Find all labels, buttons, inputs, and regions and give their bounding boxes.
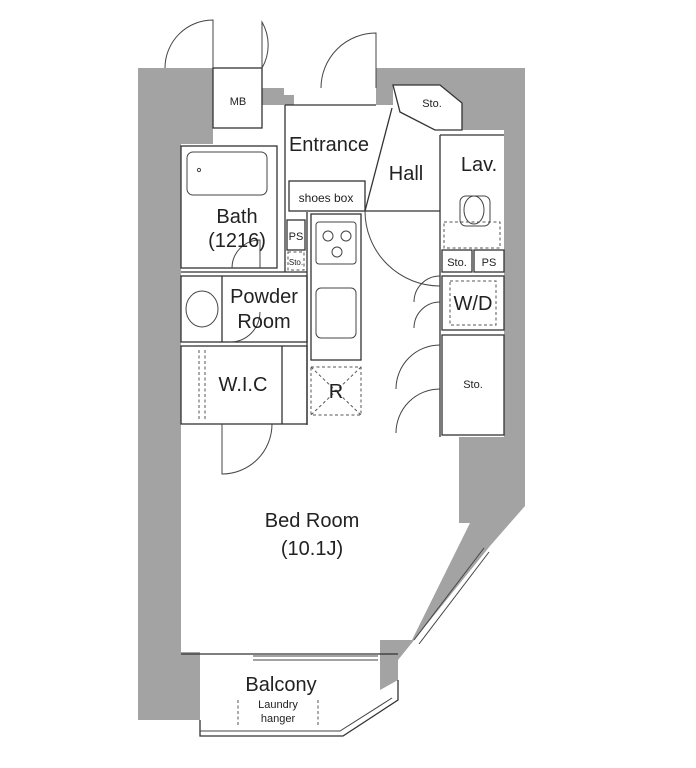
bath-size-label: (1216)	[208, 230, 266, 252]
lav-label: Lav.	[461, 154, 497, 176]
ps-left-label: PS	[289, 231, 304, 243]
hall-label: Hall	[389, 163, 423, 185]
doors	[164, 19, 441, 475]
shoes-box-label: shoes box	[299, 191, 354, 205]
laundry-label-2: hanger	[261, 713, 296, 725]
fridge-label: R	[329, 381, 343, 403]
sto-top-label: Sto.	[422, 98, 442, 110]
ps-lav-label: PS	[482, 257, 497, 269]
sto-small-left-label: Sto.	[289, 258, 303, 267]
sto-right-label: Sto.	[463, 379, 483, 391]
exterior-walls	[138, 68, 525, 720]
room-labels: MB Entrance Sto. Hall Lav. shoes box Bat…	[208, 96, 497, 725]
balcony-label: Balcony	[245, 674, 316, 696]
entrance-label: Entrance	[289, 134, 369, 156]
interior-walls	[180, 67, 505, 737]
mb-label: MB	[230, 96, 247, 108]
sto-lav-label: Sto.	[447, 257, 467, 269]
wic-label: W.I.C	[219, 374, 268, 396]
powder-room-label-2: Room	[237, 311, 290, 333]
bath-label: Bath	[216, 206, 257, 228]
bedroom-label: Bed Room	[265, 510, 360, 532]
powder-room-label-1: Powder	[230, 286, 298, 308]
wd-label: W/D	[454, 293, 493, 315]
bedroom-size-label: (10.1J)	[281, 538, 343, 560]
laundry-label-1: Laundry	[258, 699, 298, 711]
